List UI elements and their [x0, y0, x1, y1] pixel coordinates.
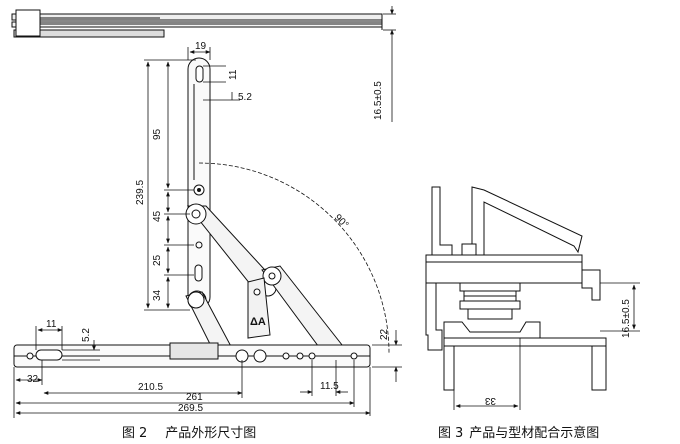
dim-slot-bottom-label: 11 — [46, 319, 57, 330]
hinge-side-profile — [11, 9, 383, 38]
figure3-caption-title: 产品与型材配合示意图 — [469, 426, 600, 441]
dim-height-22 — [372, 330, 402, 382]
profile-lower-frame — [425, 269, 607, 391]
dim-length-25: 25 — [152, 254, 163, 266]
dim-length-95: 95 — [152, 128, 163, 140]
dim-offset-bottom-label: 5.2 — [81, 328, 92, 342]
dim-chain-left — [144, 59, 196, 311]
dim-width-33-label: 33 — [484, 395, 496, 406]
figure2-caption-label: 图 — [122, 426, 136, 441]
dim-arm-width-label: 19 — [195, 41, 207, 52]
dim-thickness-fig2 — [383, 6, 396, 122]
dim-angle-arc — [198, 162, 390, 354]
dim-width-33 — [453, 338, 521, 410]
dim-offset-top-label: 5.2 — [238, 92, 252, 103]
dim-length-239-5: 239.5 — [135, 180, 146, 205]
profile-hinge-stack — [459, 282, 521, 320]
figure2-caption-title: 产品外形尺寸图 — [165, 426, 257, 441]
dim-slot-bottom — [35, 326, 100, 361]
dim-thickness-fig2-label: 16.5±0.5 — [373, 81, 384, 120]
figure2-caption-number: 2 — [139, 426, 148, 441]
hinge-vertical-arm — [187, 57, 211, 310]
hinge-base-rail — [13, 342, 371, 368]
figure3-caption-number: 3 — [455, 426, 464, 441]
dim-length-11-5: 11.5 — [320, 381, 339, 392]
dim-length-45: 45 — [152, 210, 163, 222]
figure3-caption-label: 图 — [438, 426, 452, 441]
profile-upper-frame — [425, 186, 583, 284]
dim-offset-top — [203, 92, 240, 101]
dim-length-32: 32 — [27, 374, 39, 385]
dim-angle-label: 90° — [332, 212, 350, 230]
dim-length-269-5: 269.5 — [178, 403, 203, 414]
dim-thickness-fig3 — [600, 282, 640, 332]
dim-length-34: 34 — [152, 289, 163, 301]
dim-height-22-label: 22 — [379, 328, 390, 340]
dim-thickness-fig3-label: 16.5±0.5 — [621, 299, 632, 338]
svg-text:ΔA: ΔA — [250, 316, 266, 328]
dim-slot-top — [203, 65, 226, 83]
dim-arm-width — [187, 47, 211, 60]
dim-length-210-5: 210.5 — [138, 382, 163, 393]
dim-base-chain — [13, 360, 371, 418]
dim-slot-top-label: 11 — [228, 69, 239, 80]
hinge-bracket-block: ΔA — [247, 277, 271, 339]
dim-length-261: 261 — [186, 392, 203, 403]
